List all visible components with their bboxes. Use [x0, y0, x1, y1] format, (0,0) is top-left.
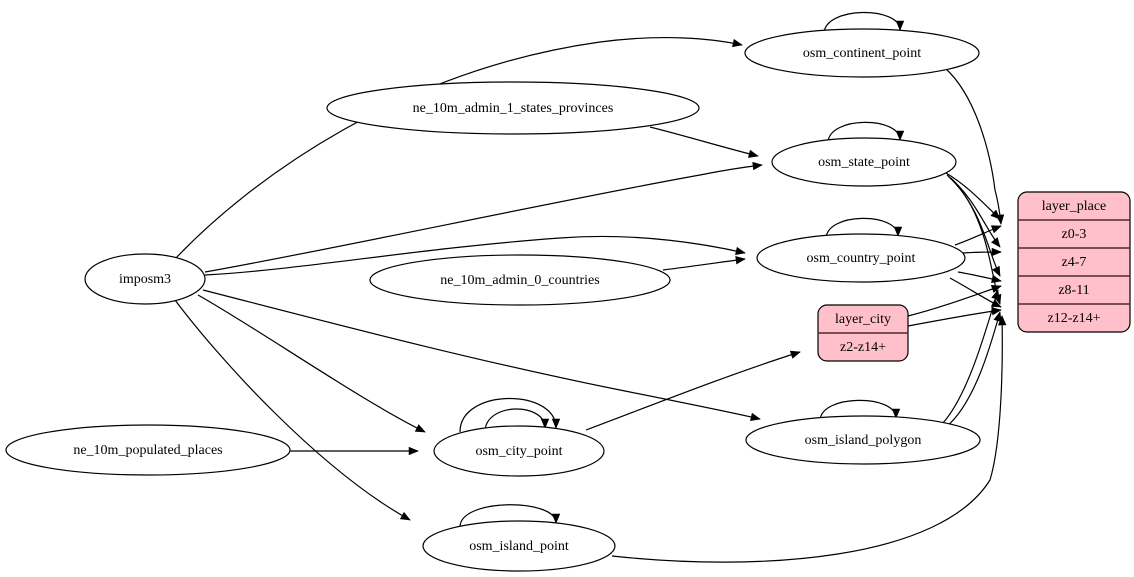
- node-ne-10m-populated-places[interactable]: ne_10m_populated_places: [5, 424, 291, 476]
- node-ne-countries-label: ne_10m_admin_0_countries: [440, 273, 599, 288]
- edge-osm-state-to-layer-place-z0-3: [945, 172, 1001, 220]
- edge-self-loop-osm-country-point: [825, 217, 903, 240]
- record-layer-place[interactable]: layer_place z0-3 z4-7 z8-11 z12-z14+: [1017, 191, 1131, 333]
- record-layer-place-title: layer_place: [1042, 199, 1107, 214]
- node-osm-country-point[interactable]: osm_country_point: [756, 233, 966, 283]
- node-imposm3-shape[interactable]: [84, 253, 206, 305]
- record-layer-place-row-z8-11[interactable]: z8-11: [1058, 283, 1089, 298]
- node-ne-10m-admin-1-states-provinces[interactable]: ne_10m_admin_1_states_provinces: [326, 81, 700, 135]
- node-osm-island-point-label: osm_island_point: [469, 539, 569, 554]
- node-osm-island-polygon-label: osm_island_polygon: [805, 433, 922, 448]
- node-ne-states-label: ne_10m_admin_1_states_provinces: [413, 101, 614, 116]
- node-imposm3-label: imposm3: [119, 272, 171, 287]
- node-osm-country-point-label: osm_country_point: [807, 251, 916, 266]
- record-layer-city[interactable]: layer_city z2-z14+: [817, 304, 909, 362]
- node-osm-state-point[interactable]: osm_state_point: [771, 137, 957, 187]
- edge-osm-country-to-layer-place-z12-z14: [949, 277, 1002, 308]
- record-layer: layer_place z0-3 z4-7 z8-11 z12-z14+ lay…: [817, 191, 1131, 362]
- edge-imposm3-to-osm-island-polygon: [202, 289, 761, 421]
- edge-osm-island-polygon-to-layer-place-z8-11: [941, 289, 1000, 425]
- node-osm-island-point[interactable]: osm_island_point: [422, 520, 616, 572]
- edge-ne-states-to-osm-state-point: [649, 126, 759, 158]
- edge-osm-island-point-to-layer-place-z12-z14: [611, 315, 1007, 563]
- node-ne-countries-shape[interactable]: [369, 254, 671, 306]
- edge-self-loop-osm-continent-point: [823, 11, 905, 35]
- node-osm-city-point-shape[interactable]: [433, 425, 605, 477]
- node-osm-continent-point[interactable]: osm_continent_point: [744, 28, 980, 78]
- edge-osm-city-point-to-layer-city: [585, 350, 801, 431]
- edge-imposm3-to-osm-continent-point: [174, 36, 743, 260]
- node-osm-continent-point-label: osm_continent_point: [803, 46, 921, 61]
- edge-self-loop-osm-city-point-inner: [484, 408, 550, 433]
- edge-imposm3-to-osm-city-point: [197, 294, 426, 433]
- edge-imposm3-to-osm-state-point: [204, 161, 763, 273]
- record-layer-city-title: layer_city: [835, 312, 891, 327]
- node-osm-island-polygon[interactable]: osm_island_polygon: [745, 415, 981, 465]
- edge-self-loop-osm-island-point: [459, 504, 561, 528]
- edge-imposm3-to-osm-country-point: [204, 235, 746, 276]
- edge-ne-countries-to-osm-country-point: [662, 256, 746, 271]
- edge-self-loop-osm-island-polygon: [819, 399, 901, 422]
- edge-self-loop-osm-state-point: [827, 121, 905, 144]
- edge-self-loop-osm-city-point: [459, 397, 561, 433]
- node-osm-city-point[interactable]: osm_city_point: [433, 425, 605, 477]
- node-osm-island-polygon-shape[interactable]: [745, 415, 981, 465]
- node-osm-state-point-shape[interactable]: [771, 137, 957, 187]
- record-layer-place-box[interactable]: [1017, 191, 1131, 333]
- record-layer-place-row-z12-z14[interactable]: z12-z14+: [1048, 311, 1101, 326]
- edge-osm-country-to-layer-place-z0-3: [954, 225, 1002, 246]
- edge-layer: [174, 11, 1007, 563]
- record-layer-place-row-z4-7[interactable]: z4-7: [1062, 255, 1087, 270]
- node-ne-populated-shape[interactable]: [5, 424, 291, 476]
- node-osm-island-point-shape[interactable]: [422, 520, 616, 572]
- edge-osm-continent-to-layer-place-z0-3: [944, 67, 1005, 225]
- edge-osm-country-to-layer-place-z4-7: [962, 247, 1002, 257]
- node-layer: imposm3 ne_10m_admin_1_states_provinces …: [5, 28, 981, 572]
- node-osm-country-point-shape[interactable]: [756, 233, 966, 283]
- node-osm-city-point-label: osm_city_point: [475, 444, 562, 459]
- node-ne-10m-admin-0-countries[interactable]: ne_10m_admin_0_countries: [369, 254, 671, 306]
- edge-osm-island-polygon-to-layer-place-z12-z14: [945, 311, 1002, 428]
- node-osm-state-point-label: osm_state_point: [818, 155, 910, 170]
- record-layer-place-row-z0-3[interactable]: z0-3: [1062, 227, 1087, 242]
- edge-osm-state-to-layer-place-z12-z14: [950, 177, 1002, 305]
- edge-imposm3-to-osm-island-point: [174, 299, 411, 521]
- edge-layer-city-to-layer-place-z8-11: [907, 285, 1002, 317]
- record-layer-city-row-z2-z14[interactable]: z2-z14+: [840, 340, 886, 355]
- node-imposm3[interactable]: imposm3: [84, 253, 206, 305]
- edge-osm-country-to-layer-place-z8-11: [957, 271, 1002, 284]
- node-ne-states-shape[interactable]: [326, 81, 700, 135]
- node-osm-continent-point-shape[interactable]: [744, 28, 980, 78]
- node-ne-populated-label: ne_10m_populated_places: [73, 443, 222, 458]
